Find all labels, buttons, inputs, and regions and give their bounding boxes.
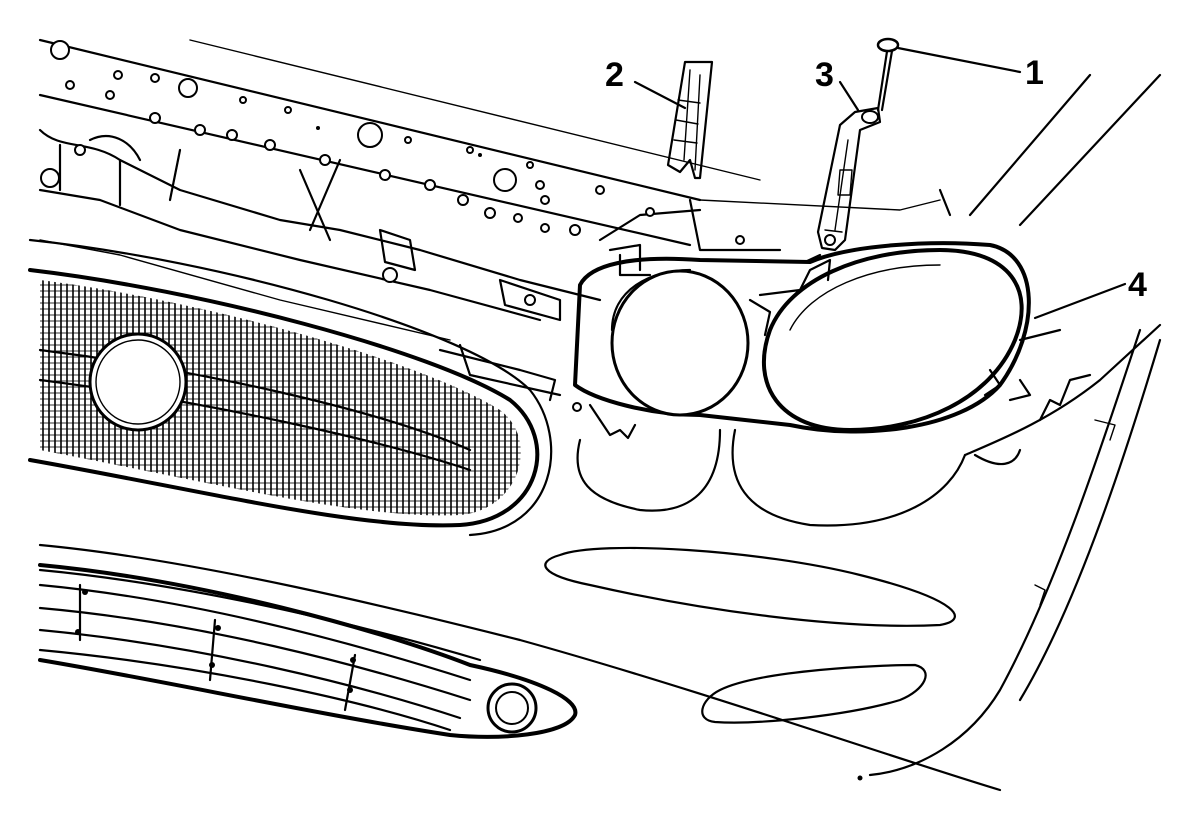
fog-lamp	[486, 682, 538, 734]
lower-grille	[38, 563, 578, 739]
release-tool	[666, 60, 714, 180]
radiator-support	[38, 38, 952, 412]
front-fascia	[38, 73, 1162, 792]
callout-2: 2	[605, 56, 624, 94]
grille-emblem	[88, 332, 188, 432]
callout-4: 4	[1128, 266, 1147, 304]
leader-lines	[633, 46, 1127, 320]
support-holes	[40, 40, 745, 412]
headlamp-assembly	[573, 241, 1031, 440]
callout-3: 3	[815, 56, 834, 94]
headlamp-bracket	[816, 106, 882, 252]
bolt	[876, 37, 900, 112]
callout-1: 1	[1025, 54, 1044, 92]
